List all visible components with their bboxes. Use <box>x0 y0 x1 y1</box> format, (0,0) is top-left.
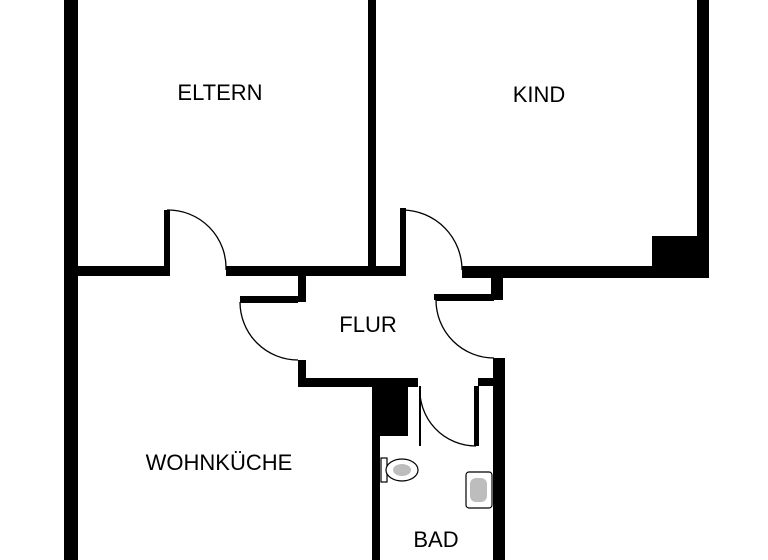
door-bad <box>419 385 477 447</box>
wall-flur-right-upper <box>491 276 503 298</box>
wall-bad-inner <box>474 386 479 446</box>
wall-kind-bottom-left <box>376 266 404 276</box>
toilet-icon <box>380 457 419 483</box>
wall-bad-left <box>372 378 380 560</box>
wall-flur-ledge-right-lower <box>478 378 503 386</box>
room-label-flur: FLUR <box>339 312 396 337</box>
room-labels: ELTERN KIND FLUR WOHNKÜCHE BAD <box>146 80 566 552</box>
wall-flur-ledge-top-left <box>240 296 306 302</box>
wall-flur-left-lower <box>298 360 306 386</box>
door-flur-right <box>435 299 495 359</box>
door-kind <box>402 209 463 271</box>
room-label-wohnkueche: WOHNKÜCHE <box>146 450 293 475</box>
washbasin-icon <box>465 471 493 509</box>
wall-kind-bottom-right <box>462 266 709 278</box>
walls <box>64 0 709 560</box>
wall-flur-bottom <box>298 378 418 387</box>
room-label-kind: KIND <box>513 82 566 107</box>
wall-eltern-bottom-left <box>64 266 166 276</box>
door-eltern <box>166 209 227 271</box>
wall-flur-left-upper <box>298 276 306 302</box>
door-wohnkueche <box>239 301 299 361</box>
fixtures <box>380 457 493 509</box>
wall-bad-shaft <box>380 384 408 436</box>
wall-bad-right <box>493 358 505 560</box>
wall-eltern-kind <box>368 0 376 276</box>
room-label-bad: BAD <box>413 527 458 552</box>
wall-kind-right <box>697 0 709 278</box>
doors <box>166 209 495 447</box>
room-label-eltern: ELTERN <box>177 80 262 105</box>
wall-left-outer <box>64 0 78 560</box>
wall-eltern-bottom-right <box>226 266 376 276</box>
wall-flur-ledge-right <box>434 294 503 300</box>
